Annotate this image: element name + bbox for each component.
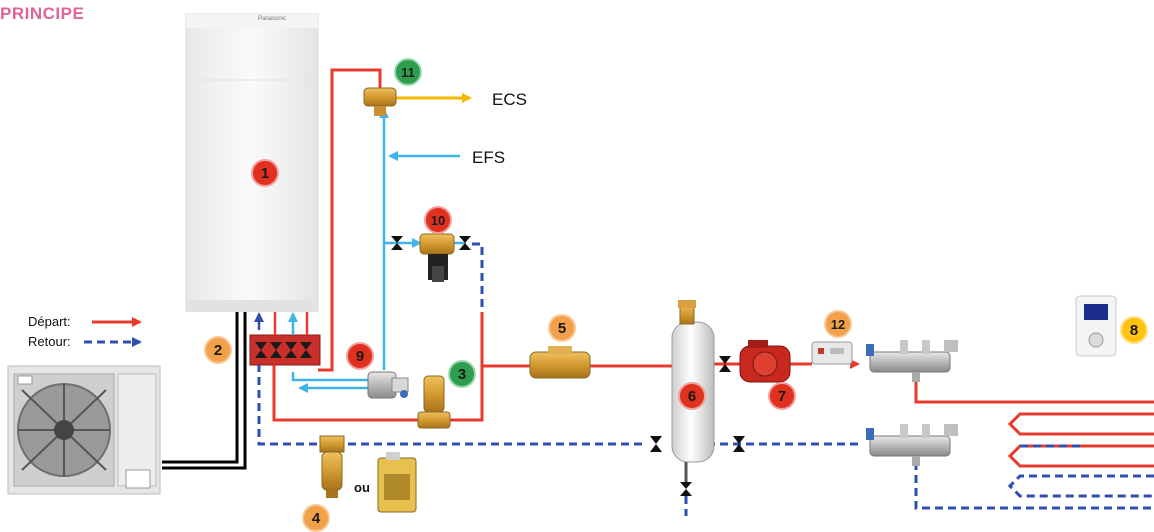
- manifold-return: [866, 424, 958, 466]
- page-title: PRINCIPE: [0, 4, 85, 23]
- badge-5: 5: [548, 314, 576, 342]
- circulator-pump: [739, 340, 791, 383]
- badge-8: 8: [1120, 316, 1148, 344]
- treatment-canister: [377, 452, 417, 513]
- mixing-valve: [363, 87, 397, 116]
- outdoor-unit: [7, 365, 161, 495]
- badge-10: 10: [424, 206, 452, 234]
- badge-11: 11: [394, 58, 422, 86]
- ecs-label: ECS: [492, 90, 527, 109]
- badge-2: 2: [204, 336, 232, 364]
- box-valves: [255, 342, 312, 358]
- badge-3: 3: [448, 360, 476, 388]
- safety-group: [419, 233, 455, 282]
- filter-valve: [367, 371, 409, 399]
- red-circuit: [272, 68, 860, 422]
- legend-retour-label: Retour:: [28, 334, 71, 349]
- flow-meter: [529, 346, 591, 379]
- unit-stub-pipes: [254, 312, 309, 335]
- cold-water-pipes: [291, 108, 466, 393]
- hydraulic-box: [249, 334, 321, 366]
- floor-loops: [914, 380, 1154, 510]
- legend-depart-label: Départ:: [28, 314, 71, 329]
- ou-label: ou: [354, 480, 370, 495]
- badge-9: 9: [346, 342, 374, 370]
- relief-device: [417, 375, 451, 429]
- magnetic-filter: [319, 435, 345, 498]
- isolation-valves: [391, 236, 745, 496]
- badge-7: 7: [768, 382, 796, 410]
- badge-12: 12: [824, 310, 852, 338]
- manifold-supply: [866, 340, 958, 382]
- return-pipes: [257, 242, 858, 516]
- badge-4: 4: [302, 504, 330, 532]
- electrical-links: [162, 312, 247, 470]
- controller-12: [811, 341, 853, 365]
- badge-6: 6: [678, 382, 706, 410]
- indoor-unit: [185, 13, 319, 312]
- badge-1: 1: [251, 159, 279, 187]
- room-thermostat: [1075, 295, 1117, 357]
- efs-label: EFS: [472, 148, 506, 167]
- brand-label: Panasonic: [258, 16, 287, 22]
